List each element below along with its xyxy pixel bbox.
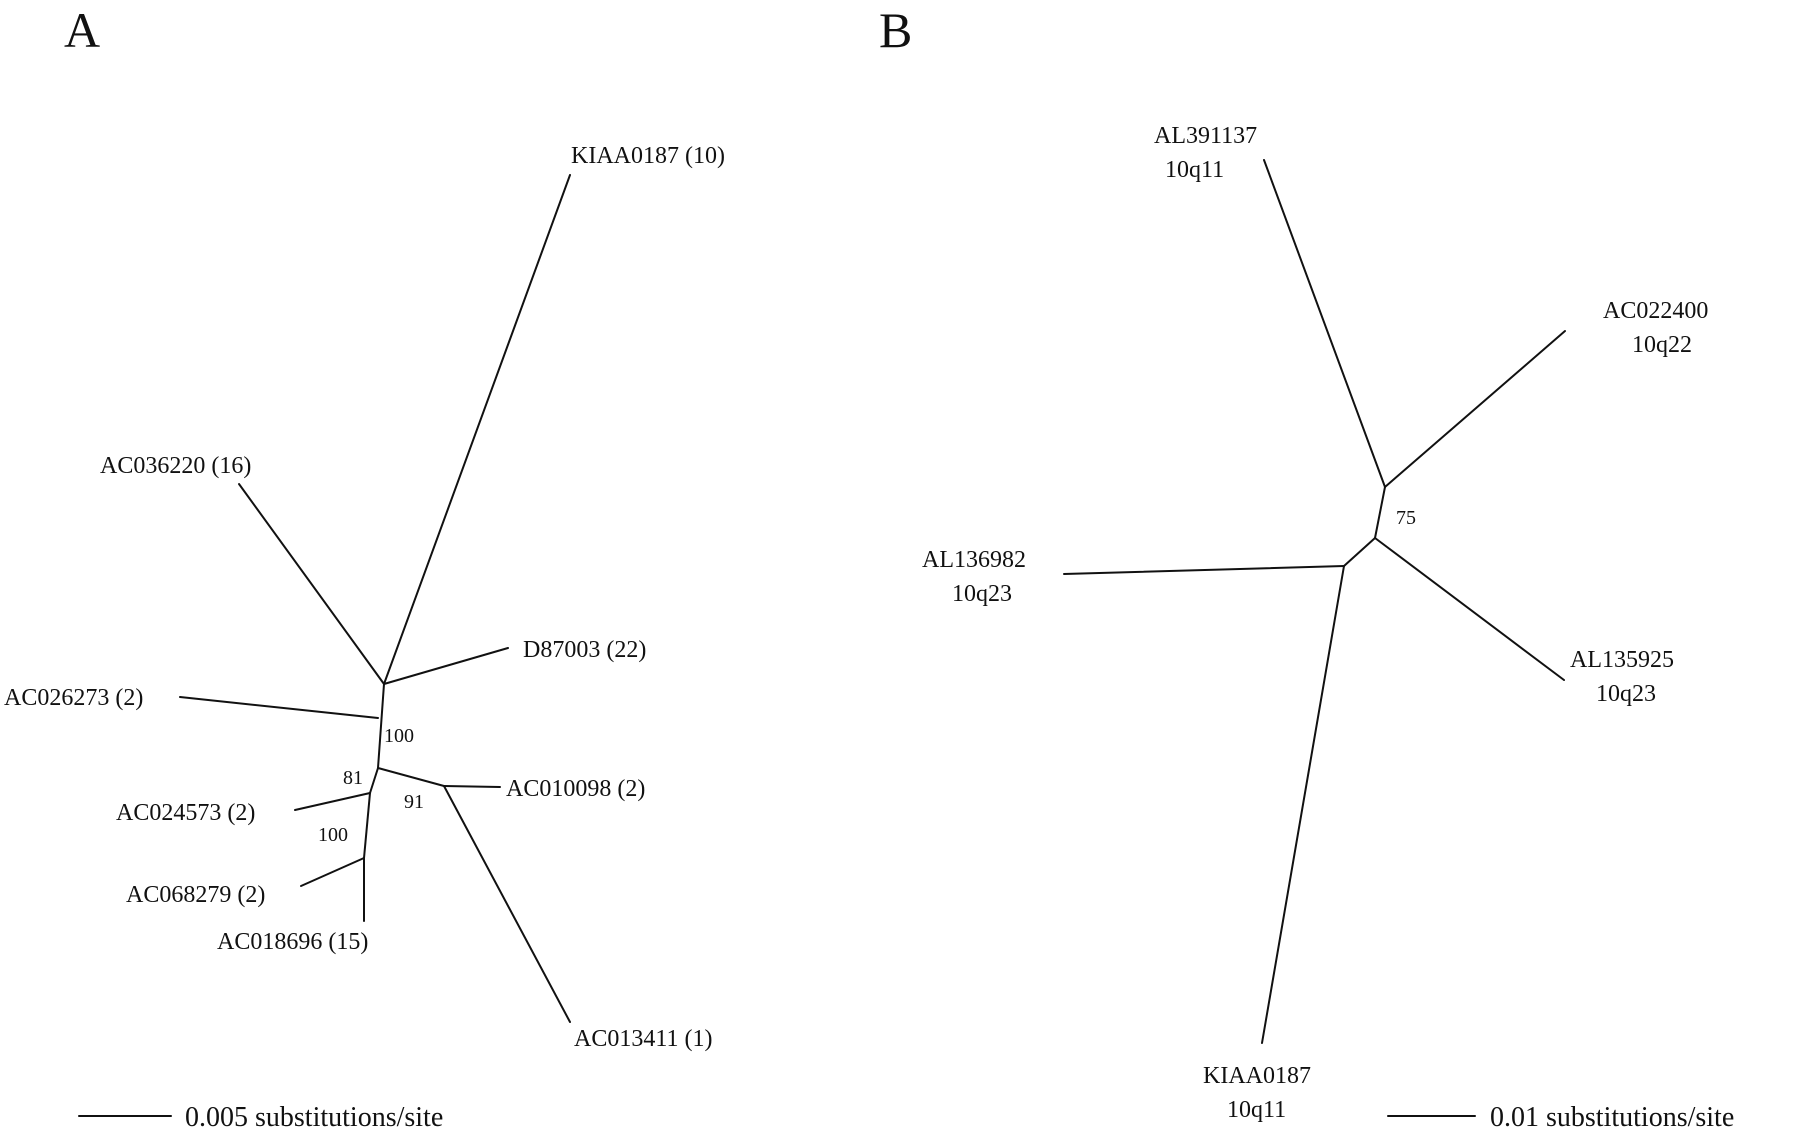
leaf-label-ac018696: AC018696 (15) <box>217 929 368 955</box>
panel-a-scale-bar: 0.005 substitutions/site <box>78 1102 443 1133</box>
panel-b-leaf-labels: AL391137 10q11 AC022400 10q22 AL136982 1… <box>922 123 1714 1123</box>
branch-internal-81 <box>369 767 379 794</box>
branch-ac068279 <box>300 857 365 887</box>
panel-b: B AL391137 10q11 AC022400 10q22 AL136982… <box>879 2 1734 1133</box>
branch-internal-91 <box>377 767 445 787</box>
branch-d87003 <box>383 647 509 685</box>
branch-al136982 <box>1063 565 1345 575</box>
branch-ac010098 <box>443 785 501 788</box>
panel-b-support-values: 75 <box>1396 507 1416 529</box>
support-value-100b: 100 <box>318 824 348 846</box>
branch-al391137 <box>1263 159 1386 488</box>
branch-kiaa0187-b <box>1261 565 1345 1044</box>
branch-al135925 <box>1374 537 1565 681</box>
leaf-label-ac013411: AC013411 (1) <box>574 1026 712 1052</box>
leaf-label-al136982: AL136982 10q23 <box>922 547 1032 607</box>
panel-a: A KIAA0187 (10) AC036220 (16) D87003 (22… <box>4 2 725 1133</box>
leaf-label-kiaa0187-b: KIAA0187 10q11 <box>1203 1063 1317 1123</box>
panel-a-letter: A <box>64 2 100 58</box>
support-value-75: 75 <box>1396 507 1416 529</box>
leaf-label-kiaa0187: KIAA0187 (10) <box>571 143 725 169</box>
scale-bar-label: 0.005 substitutions/site <box>185 1102 443 1133</box>
branch-ac013411 <box>443 785 571 1023</box>
branch-internal-100b <box>363 792 371 859</box>
panel-b-branches <box>1063 159 1566 1044</box>
branch-ac026273 <box>179 696 379 719</box>
leaf-label-ac022400: AC022400 10q22 <box>1603 298 1714 358</box>
panel-a-support-values: 100 81 91 100 <box>318 725 424 846</box>
branch-internal-root <box>1343 537 1376 567</box>
leaf-label-al391137: AL391137 10q11 <box>1154 123 1263 183</box>
panel-b-letter: B <box>879 2 912 58</box>
support-value-100: 100 <box>384 725 414 747</box>
support-value-91: 91 <box>404 791 424 813</box>
leaf-label-ac036220: AC036220 (16) <box>100 453 251 479</box>
support-value-81: 81 <box>343 767 363 789</box>
scale-bar-label-b: 0.01 substitutions/site <box>1490 1102 1734 1133</box>
panel-b-scale-bar: 0.01 substitutions/site <box>1387 1102 1734 1133</box>
leaf-label-al135925: AL135925 10q23 <box>1570 647 1680 707</box>
leaf-label-ac026273: AC026273 (2) <box>4 685 143 711</box>
leaf-label-d87003: D87003 (22) <box>523 637 646 663</box>
leaf-label-ac024573: AC024573 (2) <box>116 800 255 826</box>
leaf-label-ac068279: AC068279 (2) <box>126 882 265 908</box>
branch-ac022400 <box>1384 330 1566 488</box>
branch-ac036220 <box>238 483 385 685</box>
panel-a-branches <box>179 174 571 1023</box>
branch-internal-75 <box>1374 486 1386 539</box>
panel-a-leaf-labels: KIAA0187 (10) AC036220 (16) D87003 (22) … <box>4 143 725 1052</box>
branch-kiaa0187 <box>383 174 571 685</box>
leaf-label-ac010098: AC010098 (2) <box>506 776 645 802</box>
branch-internal-100 <box>377 683 385 769</box>
branch-ac024573 <box>294 792 371 811</box>
